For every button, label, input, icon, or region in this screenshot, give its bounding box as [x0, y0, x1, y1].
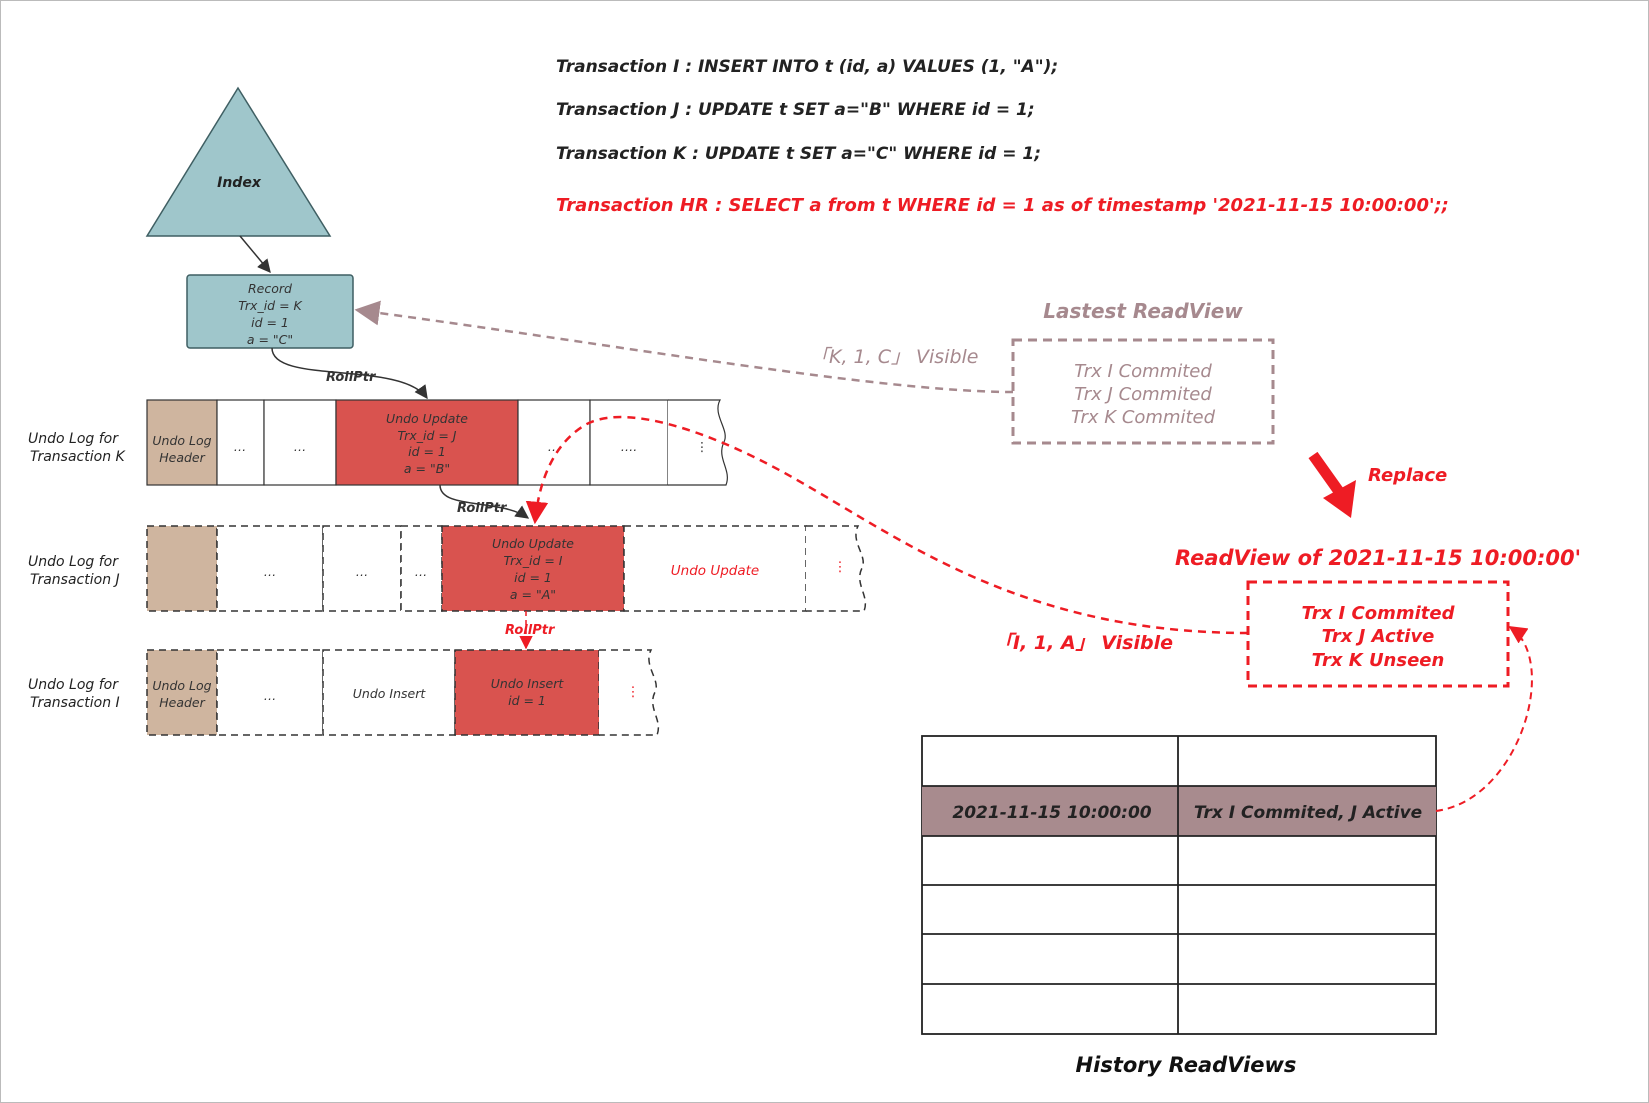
- svg-text:Undo Log for: Undo Log for: [28, 554, 119, 570]
- svg-text:…: …: [294, 439, 307, 454]
- replace-arrow: [1308, 451, 1356, 518]
- rollptr-label-j: RollPtr: [505, 623, 556, 638]
- svg-text:a = "A": a = "A": [510, 587, 556, 602]
- undo-j-header: [146, 525, 218, 612]
- svg-text:Undo Log for: Undo Log for: [28, 677, 119, 693]
- rollptr-arrow-k: [439, 484, 530, 519]
- svg-text:Undo Log for: Undo Log for: [28, 431, 119, 447]
- svg-text:Trx J Commited: Trx J Commited: [1074, 384, 1212, 405]
- svg-text:Trx_id = K: Trx_id = K: [238, 298, 303, 313]
- statement-transaction-hr: Transaction HR : SELECT a from t WHERE i…: [556, 195, 1449, 216]
- svg-text:Undo Update: Undo Update: [492, 536, 574, 551]
- history-row-timestamp: 2021-11-15 10:00:00: [952, 803, 1151, 823]
- svg-text:Transaction I: Transaction I: [30, 695, 120, 711]
- undo-log-k: Undo Log for Transaction K Undo Log Head…: [28, 399, 728, 486]
- record-text: Record Trx_id = K id = 1 a = "C": [238, 281, 303, 347]
- history-readview-box: [1246, 580, 1510, 688]
- svg-text:Undo Insert: Undo Insert: [491, 676, 565, 691]
- svg-text:Trx I Commited: Trx I Commited: [1074, 361, 1212, 382]
- latest-readview: Lastest ReadView Trx I Commited Trx J Co…: [1011, 299, 1275, 445]
- statement-transaction-k: Transaction K : UPDATE t SET a="C" WHERE…: [556, 144, 1041, 164]
- svg-text:…: …: [234, 439, 247, 454]
- svg-text:Record: Record: [248, 281, 292, 296]
- rollptr-arrow-record: [271, 347, 428, 400]
- history-table-caption: History ReadViews: [1076, 1053, 1297, 1077]
- history-table-to-readview-arrow: [1435, 626, 1533, 812]
- record-box: [186, 274, 354, 349]
- svg-text:Undo Log: Undo Log: [152, 678, 211, 693]
- svg-text:id = 1: id = 1: [251, 315, 289, 330]
- svg-text:Undo Log: Undo Log: [152, 433, 211, 448]
- svg-text:id = 1: id = 1: [408, 444, 446, 459]
- index-label: Index: [217, 175, 262, 191]
- undo-log-j: Undo Log for Transaction J … … … Undo Up…: [28, 525, 867, 612]
- rollptr-label-k: RollPtr: [457, 501, 508, 516]
- svg-text:Trx K Unseen: Trx K Unseen: [1312, 650, 1445, 671]
- svg-text:…: …: [415, 564, 428, 579]
- svg-text:Transaction K: Transaction K: [30, 449, 127, 465]
- svg-text:…: …: [356, 564, 369, 579]
- svg-text:a = "B": a = "B": [404, 461, 450, 476]
- svg-text:Trx K Commited: Trx K Commited: [1071, 407, 1216, 428]
- history-readview: ReadView of 2021-11-15 10:00:00' Trx I C…: [1175, 546, 1581, 688]
- rollptr-label-record: RollPtr: [326, 370, 377, 385]
- svg-text:Trx_id = I: Trx_id = I: [504, 553, 563, 568]
- latest-visible-label: 「K, 1, C」 Visible: [810, 346, 979, 368]
- history-visible-arrow: [525, 415, 1249, 635]
- undo-k-header: [146, 399, 218, 486]
- undo-j-update: [441, 525, 625, 612]
- svg-text:id = 1: id = 1: [508, 693, 546, 708]
- svg-text:Trx J Active: Trx J Active: [1322, 626, 1435, 647]
- svg-text:⋮: ⋮: [833, 559, 847, 575]
- svg-text:Trx_id = J: Trx_id = J: [398, 428, 457, 443]
- svg-text:…: …: [264, 564, 277, 579]
- history-table: 2021-11-15 10:00:00 Trx I Commited, J Ac…: [921, 735, 1437, 1035]
- svg-text:…: …: [264, 688, 277, 703]
- replace-label: Replace: [1368, 465, 1447, 486]
- sql-statements: Transaction I : INSERT INTO t (id, a) VA…: [556, 57, 1449, 216]
- history-table-highlight-row: [922, 786, 1436, 836]
- undo-j-update-text: Undo Update: [671, 563, 759, 579]
- index-triangle: [145, 86, 332, 237]
- svg-text:id = 1: id = 1: [514, 570, 552, 585]
- svg-text:Trx I Commited: Trx I Commited: [1302, 603, 1456, 624]
- svg-text:Header: Header: [159, 450, 205, 465]
- history-row-state: Trx I Commited, J Active: [1194, 803, 1422, 823]
- latest-visible-arrow: [354, 300, 1014, 394]
- undo-log-i: Undo Log for Transaction I Undo Log Head…: [28, 649, 660, 736]
- undo-i-insert: [454, 649, 600, 736]
- svg-text:Transaction J: Transaction J: [30, 572, 120, 588]
- history-readview-title: ReadView of 2021-11-15 10:00:00': [1175, 546, 1581, 570]
- undo-i-insert-text: Undo Insert: [353, 686, 427, 701]
- svg-text:Undo Update: Undo Update: [386, 411, 468, 426]
- svg-text:⋮: ⋮: [696, 439, 709, 454]
- history-visible-label: 「I, 1, A」 Visible: [994, 632, 1173, 654]
- statement-transaction-i: Transaction I : INSERT INTO t (id, a) VA…: [556, 57, 1058, 77]
- svg-text:Header: Header: [159, 695, 205, 710]
- latest-readview-title: Lastest ReadView: [1043, 299, 1243, 323]
- undo-k-update: [335, 399, 519, 486]
- statement-transaction-j: Transaction J : UPDATE t SET a="B" WHERE…: [556, 100, 1035, 120]
- index-to-record-arrow: [239, 235, 271, 274]
- svg-text:….: ….: [621, 439, 637, 454]
- svg-text:a = "C": a = "C": [247, 332, 293, 347]
- svg-text:⋮: ⋮: [626, 684, 640, 700]
